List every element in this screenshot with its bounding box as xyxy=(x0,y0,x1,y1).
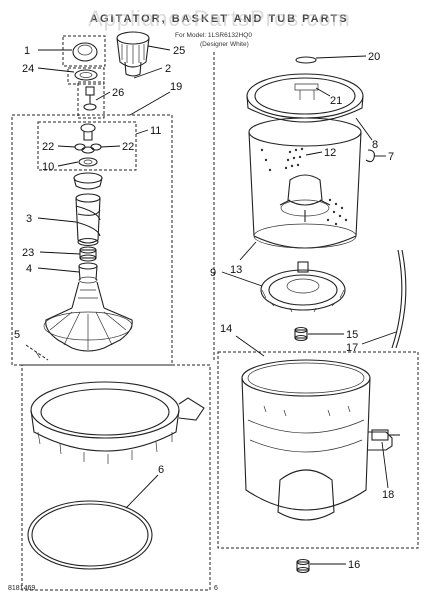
outer-tub xyxy=(241,359,393,521)
svg-text:22: 22 xyxy=(42,141,54,153)
balance-ring-box xyxy=(21,364,211,591)
svg-text:25: 25 xyxy=(173,45,185,57)
svg-text:10: 10 xyxy=(42,161,54,173)
callout-10: 10 xyxy=(42,161,79,173)
callout-5: 5 xyxy=(14,329,20,341)
callout-13: 13 xyxy=(230,241,257,276)
svg-text:4: 4 xyxy=(26,263,32,275)
svg-text:24: 24 xyxy=(22,63,34,75)
svg-text:26: 26 xyxy=(112,87,124,99)
callout-26: 26 xyxy=(95,87,124,101)
model-subtitle: For Model: 1LSR6132HQ0 xyxy=(175,32,252,39)
agitator-auger xyxy=(75,193,101,247)
svg-text:9: 9 xyxy=(210,267,216,279)
callout-7: 7 xyxy=(374,151,394,163)
svg-text:23: 23 xyxy=(22,247,34,259)
svg-text:1: 1 xyxy=(24,45,30,57)
svg-text:18: 18 xyxy=(382,489,394,501)
lower-agitator xyxy=(43,262,133,352)
svg-text:15: 15 xyxy=(346,329,358,341)
hub-nut xyxy=(294,326,308,342)
callout-2: 2 xyxy=(133,63,171,79)
watermark: AppliancePartsPros.com xyxy=(88,6,351,31)
agitator-bolt-group xyxy=(77,81,105,119)
svg-text:14: 14 xyxy=(220,323,232,335)
pump-hose xyxy=(391,249,407,349)
outer-tub-box xyxy=(217,351,419,549)
callout-14: 14 xyxy=(220,323,265,357)
drive-hub xyxy=(260,261,346,313)
basket-perforations xyxy=(260,147,348,226)
svg-text:16: 16 xyxy=(348,559,360,571)
svg-text:21: 21 xyxy=(330,95,342,107)
tub-bolt xyxy=(296,558,310,574)
agitator-dogs xyxy=(74,123,102,167)
svg-text:20: 20 xyxy=(368,51,380,63)
drain-connector xyxy=(371,429,400,441)
svg-text:5: 5 xyxy=(14,329,20,341)
svg-text:12: 12 xyxy=(324,147,336,159)
callout-18: 18 xyxy=(381,441,394,501)
callout-22-left: 22 xyxy=(42,141,76,153)
svg-text:3: 3 xyxy=(26,213,32,225)
callout-16: 16 xyxy=(310,559,360,571)
callout-21: 21 xyxy=(315,87,342,107)
tub-seal xyxy=(27,500,153,570)
tub-ring xyxy=(30,381,205,464)
callout-6: 6 xyxy=(125,464,164,509)
callout-23: 23 xyxy=(22,247,81,259)
callout-12: 12 xyxy=(305,147,336,159)
diagram-title: AGITATOR, BASKET AND TUB PARTS xyxy=(90,13,349,25)
callout-24: 24 xyxy=(22,63,75,75)
svg-text:2: 2 xyxy=(165,63,171,75)
callout-11: 11 xyxy=(135,125,161,137)
svg-text:17: 17 xyxy=(346,342,358,354)
callout-4: 4 xyxy=(26,263,80,275)
agitator-bearing xyxy=(79,246,97,262)
basket-clip xyxy=(365,149,375,163)
callout-15: 15 xyxy=(308,329,358,341)
svg-text:13: 13 xyxy=(230,264,242,276)
color-subtitle: (Designer White) xyxy=(200,41,249,48)
svg-text:11: 11 xyxy=(150,125,161,137)
callout-17: 17 xyxy=(346,331,397,354)
callout-20: 20 xyxy=(315,51,380,63)
svg-text:7: 7 xyxy=(388,151,394,163)
basket-top-ring xyxy=(246,56,364,123)
callout-19: 19 xyxy=(129,81,182,116)
agitator-cap-group xyxy=(62,35,106,85)
agitator-cam xyxy=(73,172,103,190)
callout-1: 1 xyxy=(24,45,72,57)
callout-8: 8 xyxy=(355,117,378,151)
callout-25: 25 xyxy=(147,45,185,57)
fabric-softener-dispenser xyxy=(116,31,150,77)
document-number: 8181469 xyxy=(8,585,35,592)
svg-text:22: 22 xyxy=(122,141,134,153)
callout-3: 3 xyxy=(26,213,77,225)
page-number: 6 xyxy=(214,585,218,592)
svg-text:8: 8 xyxy=(372,139,378,151)
svg-text:19: 19 xyxy=(170,81,182,93)
callout-22-right: 22 xyxy=(100,141,134,153)
svg-text:6: 6 xyxy=(158,464,164,476)
agitator-dog-kit-box xyxy=(37,121,137,171)
callout-9: 9 xyxy=(210,267,263,287)
wash-basket xyxy=(248,117,362,249)
